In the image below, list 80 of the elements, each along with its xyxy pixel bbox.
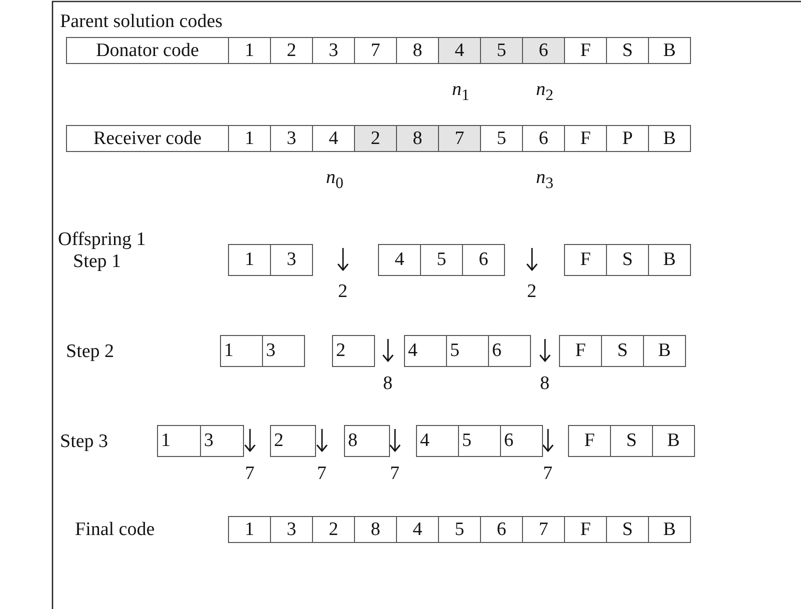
inserted-gene-number: 2 (527, 282, 536, 301)
inserted-gene-number: 2 (338, 282, 348, 301)
code-cell: 7 (438, 125, 481, 152)
code-cell: 5 (446, 335, 489, 367)
code-cell: 3 (270, 244, 313, 276)
code-cell: 6 (462, 244, 505, 276)
code-cell: 5 (438, 516, 481, 543)
code-cell: S (606, 244, 649, 276)
code-cell: Donator code (66, 37, 229, 64)
code-cell: 4 (378, 244, 421, 276)
code-cell: 1 (220, 335, 263, 367)
code-cell: 1 (228, 125, 271, 152)
code-cell: 1 (228, 516, 271, 543)
code-cell: 8 (396, 125, 439, 152)
code-cell: F (564, 125, 607, 152)
code-cell: 7 (354, 37, 397, 64)
code-cell: 6 (522, 125, 565, 152)
section-heading: Parent solution codes (60, 12, 223, 31)
code-cell: 2 (270, 37, 313, 64)
code-cell: P (606, 125, 649, 152)
code-cell: 2 (332, 335, 375, 367)
code-cell: 4 (312, 125, 355, 152)
code-cell: F (564, 516, 607, 543)
code-cell: 6 (480, 516, 523, 543)
code-cell: B (648, 125, 691, 152)
inserted-gene-number: 7 (317, 464, 326, 483)
code-cell: F (564, 37, 607, 64)
inserted-gene-number: 8 (540, 374, 550, 393)
code-cell: 3 (312, 37, 355, 64)
inserted-gene-number: 7 (390, 464, 400, 483)
code-cell: 4 (404, 335, 447, 367)
code-cell: B (643, 335, 686, 367)
position-index: n$_{3}$ (536, 168, 554, 192)
code-cell: 2 (270, 425, 316, 457)
code-cell: B (648, 37, 691, 64)
code-cell: 6 (500, 425, 543, 457)
code-cell: F (559, 335, 602, 367)
section-heading: Offspring 1 (58, 230, 146, 249)
code-cell: S (610, 425, 653, 457)
code-cell: 3 (270, 125, 313, 152)
code-cell: S (606, 516, 649, 543)
code-cell: 4 (416, 425, 459, 457)
code-cell: 2 (312, 516, 355, 543)
code-cell: 1 (228, 37, 271, 64)
position-index: n$_{0}$ (326, 168, 344, 192)
inserted-gene-number: 8 (383, 374, 392, 393)
code-cell: 5 (458, 425, 501, 457)
code-cell: B (648, 516, 691, 543)
position-index: n$_{1}$ (452, 80, 470, 104)
code-cell: 5 (480, 125, 523, 152)
code-cell: 4 (438, 37, 481, 64)
code-cell: 3 (270, 516, 313, 543)
code-cell: 2 (354, 125, 397, 152)
code-cell: 1 (157, 425, 201, 457)
code-cell: 4 (396, 516, 439, 543)
code-cell: S (601, 335, 644, 367)
code-cell: 6 (522, 37, 565, 64)
row-label: Final code (75, 520, 155, 539)
code-cell: F (564, 244, 607, 276)
code-cell: Receiver code (66, 125, 229, 152)
code-cell: 8 (396, 37, 439, 64)
code-cell: 8 (344, 425, 390, 457)
inserted-gene-number: 7 (543, 464, 552, 483)
code-cell: 6 (488, 335, 531, 367)
step-label: Step 1 (73, 252, 122, 271)
code-cell: B (648, 244, 691, 276)
code-cell: 5 (420, 244, 463, 276)
step-label: Step 2 (66, 342, 114, 361)
step-label: Step 3 (60, 432, 108, 451)
code-cell: 1 (228, 244, 271, 276)
code-cell: 8 (354, 516, 397, 543)
code-cell: B (652, 425, 695, 457)
code-cell: 7 (522, 516, 565, 543)
code-cell: 3 (262, 335, 305, 367)
position-index: n$_{2}$ (536, 80, 554, 104)
inserted-gene-number: 7 (245, 464, 254, 483)
code-cell: 5 (480, 37, 523, 64)
code-cell: 3 (200, 425, 244, 457)
code-cell: S (606, 37, 649, 64)
code-cell: F (568, 425, 611, 457)
